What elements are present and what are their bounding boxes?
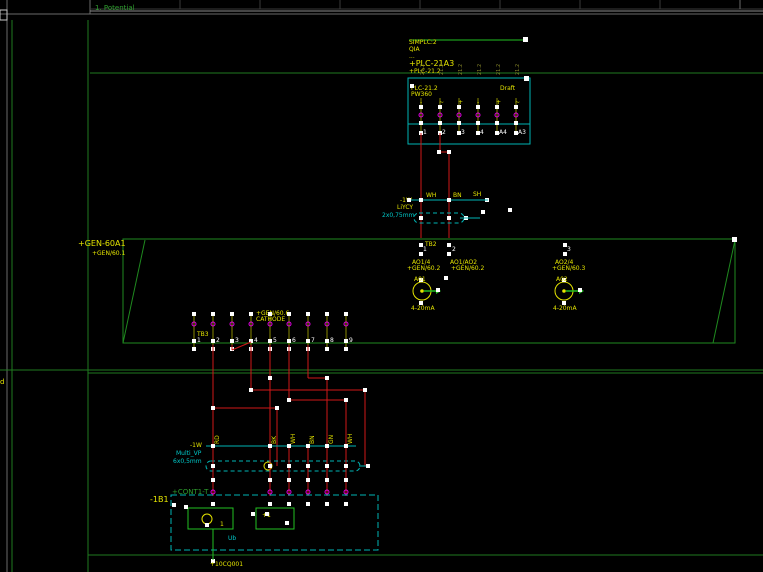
- plc-pin-label: A4: [499, 129, 507, 136]
- gen-lower-pin-label: 8: [330, 337, 334, 344]
- plc-rotated-label: 21.2: [458, 64, 464, 75]
- gen-device-2-loc: +GEN/60.2: [451, 265, 485, 272]
- gen-lower-pin-label: 1: [197, 337, 201, 344]
- plc-pin-top: +: [496, 99, 501, 106]
- cable1-size: 2x0,75mm: [382, 212, 415, 219]
- plc-top-line2: QIA: [409, 46, 420, 53]
- plc-rotated-label: 21.2: [420, 64, 426, 75]
- gen-lower-pin-label: 7: [311, 337, 315, 344]
- plc-module[interactable]: SIMPLC:2 QIA ... +PLC-21A3 +PLC-21.2 PLC…: [407, 37, 531, 145]
- wire-bundle-upper: [420, 133, 451, 238]
- plc-pin-label: 1: [423, 129, 427, 136]
- plc-rotated-labels: 21.2 21.2 21.2 21.2 21.2 21.2: [420, 64, 521, 75]
- bottom-device-a-label: 1: [220, 521, 224, 528]
- gen-sub: +GEN/60.1: [92, 250, 126, 257]
- gen-lower-pin-label: 5: [273, 337, 277, 344]
- bottom-sub: +CONT1-T: [172, 488, 209, 496]
- plc-sub: +PLC-21.2: [409, 68, 441, 75]
- gen-lower-pin-label: 4: [254, 337, 258, 344]
- cable2-core-label: RD: [214, 435, 221, 444]
- gen-terminal-lower[interactable]: +GEN/60.6 CATHODE TB3 1 2 3 4 5 6 7 8 9: [191, 310, 353, 351]
- plc-module-line2: PW360: [411, 91, 432, 98]
- bottom-device-c-label: Ub: [228, 535, 236, 542]
- plc-module-line1: PLC-21.2: [411, 85, 438, 92]
- gen-lower-terminal: TB3: [196, 331, 209, 338]
- bottom-device-b[interactable]: [255, 507, 295, 530]
- gen-terminal-upper[interactable]: TB2 1 2 3 AO1/4 +GEN/60.2 AO1/AO2 +GEN/6…: [407, 241, 586, 312]
- gen-device-1-loc: +GEN/60.2: [407, 265, 441, 272]
- cable1-core-2: BN: [453, 192, 462, 199]
- cable-1[interactable]: -1W LiYCY 2x0,75mm WH BN SH: [382, 191, 512, 224]
- cable2-name: -1W: [190, 442, 202, 449]
- bottom-footer: +10CQ001: [210, 561, 243, 568]
- gen-device-1-label: A01: [414, 276, 426, 283]
- gen-lower-header1: +GEN/60.6: [256, 310, 290, 317]
- plc-pin-top: ~: [515, 99, 520, 106]
- plc-rotated-label: 21.2: [439, 64, 445, 75]
- plc-pin-top: +: [458, 99, 463, 106]
- plc-pin-row: - 1 ~2 +3 - 4 + A4 ~ A3: [418, 98, 526, 136]
- plc-pin-top: -: [420, 99, 422, 106]
- cable2-size: 6x0,5mm: [173, 458, 202, 465]
- gen-lower-header2: CATHODE: [256, 316, 285, 323]
- plc-top-line3: ...: [409, 53, 415, 60]
- gen-lower-pin-label: 6: [292, 337, 296, 344]
- cable1-core-1: WH: [426, 192, 436, 199]
- cable1-name: -1W: [400, 197, 412, 204]
- gen-enclosure[interactable]: +GEN-60A1 +GEN/60.1: [78, 237, 737, 344]
- cable2-core-label: GN: [328, 435, 335, 444]
- cable1-type: LiYCY: [397, 204, 413, 211]
- gen-device-1-name: AO1/4: [412, 259, 431, 266]
- cable2-core-label: WH: [290, 434, 297, 444]
- plc-rotated-label: 21.2: [477, 64, 483, 75]
- left-edge-marker: d: [0, 378, 4, 386]
- gen-terminal-pin-3: 3: [567, 246, 571, 253]
- gen-device-3-name: AO2/4: [555, 259, 574, 266]
- cable2-core-label: BK: [271, 435, 278, 444]
- gen-terminal-label: TB2: [424, 241, 437, 248]
- bottom-device[interactable]: -1B1 +CONT1-T 1 +1 Ub +10CQ001: [150, 488, 379, 568]
- gen-device-3-loc: +GEN/60.3: [552, 265, 586, 272]
- plc-rotated-label: 21.2: [515, 64, 521, 75]
- gen-tag: +GEN-60A1: [78, 239, 126, 248]
- plc-pin-top: -: [477, 99, 479, 106]
- gen-device-3-range: 4-20mA: [553, 305, 577, 312]
- cable1-core-3: SH: [473, 191, 481, 198]
- page-label: 1. Potential: [95, 4, 135, 12]
- gen-lower-pin-label: 2: [216, 337, 220, 344]
- plc-pin-top: ~: [439, 99, 444, 106]
- cable2-shield: [205, 460, 361, 472]
- wire-bundle-lower: [211, 341, 367, 466]
- bottom-device-a[interactable]: [187, 507, 234, 530]
- gen-terminal-pin-1: 1: [423, 246, 427, 253]
- plc-rotated-label: 21.2: [496, 64, 502, 75]
- plc-pin-label: 4: [480, 129, 484, 136]
- gen-lower-pin-label: 9: [349, 337, 353, 344]
- plc-pin-label: 3: [461, 129, 465, 136]
- cable-2[interactable]: -1W Multi_VP 6x0,5mm RD BK WH BN GN WH: [173, 434, 370, 506]
- bottom-device-frame: [170, 494, 379, 551]
- plc-draft: Draft: [500, 85, 516, 92]
- plc-pin-label: 2: [442, 129, 446, 136]
- bottom-tag: -1B1: [150, 495, 169, 504]
- gen-terminal-pin-2: 2: [452, 246, 456, 253]
- plc-top-line1: SIMPLC:2: [409, 39, 437, 46]
- gen-device-1-range: 4-20mA: [411, 305, 435, 312]
- plc-tag: +PLC-21A3: [409, 59, 454, 68]
- cable2-type: Multi_VP: [176, 450, 202, 457]
- gen-device-3-label: A02: [556, 276, 568, 283]
- cable2-cores: RD BK WH BN GN WH: [210, 434, 354, 506]
- gen-device-2-name: AO1/AO2: [450, 259, 477, 266]
- plc-module-box[interactable]: [407, 77, 531, 145]
- cable2-core-label: WH: [347, 434, 354, 444]
- plc-pin-label: A3: [518, 129, 526, 136]
- gen-lower-pin-label: 3: [235, 337, 239, 344]
- cable2-core-label: BN: [309, 435, 316, 444]
